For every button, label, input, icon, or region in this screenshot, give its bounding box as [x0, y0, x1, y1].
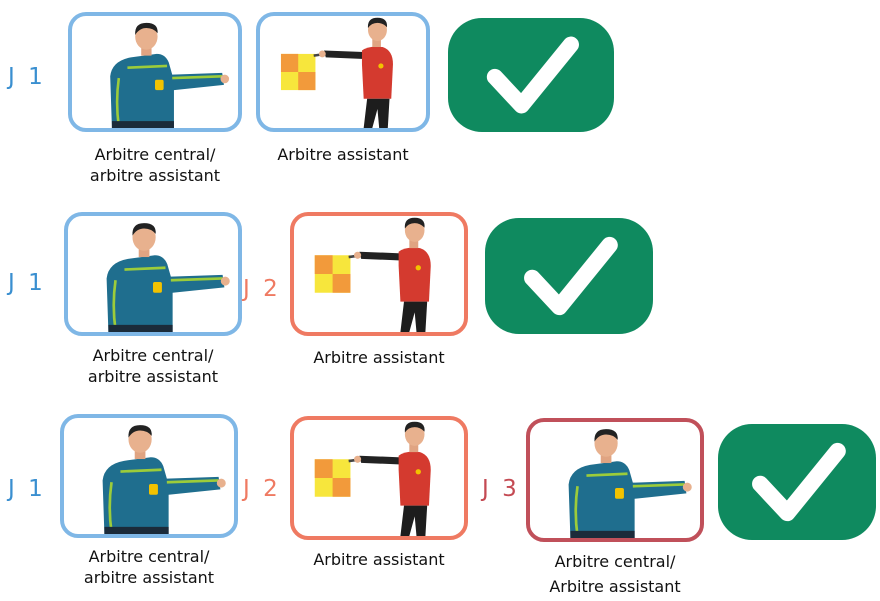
panel-referee-central-j3: [526, 418, 704, 542]
j3-label: J 3: [482, 476, 520, 502]
caption-assistant: Arbitre assistant: [290, 347, 468, 368]
caption-line-1: Arbitre central/: [88, 547, 210, 566]
checkmark-icon: [448, 18, 614, 132]
checkmark-badge: [718, 424, 876, 540]
j2-label: J 2: [243, 276, 281, 302]
assistant-flag-figure: [294, 420, 464, 536]
checkmark-badge: [485, 218, 653, 334]
referee-central-figure: [68, 216, 238, 332]
panel-referee-central: [60, 414, 238, 538]
j2-label: J 2: [243, 476, 281, 502]
caption-line-2: arbitre assistant: [87, 367, 219, 386]
caption-assistant: Arbitre assistant: [290, 549, 468, 570]
checkmark-icon: [485, 218, 653, 334]
caption-line-2: arbitre assistant: [83, 568, 215, 587]
caption-line-2: Arbitre assistant: [549, 577, 681, 596]
referee-central-figure: [64, 418, 234, 534]
caption-referee-central-j3: Arbitre central/ Arbitre assistant: [526, 549, 704, 599]
caption-line-1: Arbitre assistant: [277, 145, 409, 164]
panel-referee-central: [64, 212, 242, 336]
caption-referee-central: Arbitre central/ arbitre assistant: [68, 144, 242, 186]
panel-assistant: [256, 12, 430, 132]
j1-label: J 1: [8, 64, 46, 90]
panel-assistant: [290, 416, 468, 540]
assistant-flag-figure: [294, 216, 464, 332]
checkmark-badge: [448, 18, 614, 132]
caption-referee-central: Arbitre central/ arbitre assistant: [64, 345, 242, 387]
caption-line-2: arbitre assistant: [89, 166, 221, 185]
caption-line-1: Arbitre central/: [554, 552, 676, 571]
caption-referee-central: Arbitre central/ arbitre assistant: [60, 546, 238, 588]
panel-assistant: [290, 212, 468, 336]
assistant-flag-figure: [260, 16, 426, 128]
checkmark-icon: [718, 424, 876, 540]
referee-central-figure: [530, 422, 700, 538]
j1-label: J 1: [8, 476, 46, 502]
caption-line-1: Arbitre assistant: [313, 348, 445, 367]
caption-line-1: Arbitre central/: [92, 346, 214, 365]
referee-central-figure: [72, 16, 238, 128]
caption-line-1: Arbitre central/: [94, 145, 216, 164]
caption-line-1: Arbitre assistant: [313, 550, 445, 569]
caption-assistant: Arbitre assistant: [256, 144, 430, 165]
j1-label: J 1: [8, 270, 46, 296]
panel-referee-central: [68, 12, 242, 132]
